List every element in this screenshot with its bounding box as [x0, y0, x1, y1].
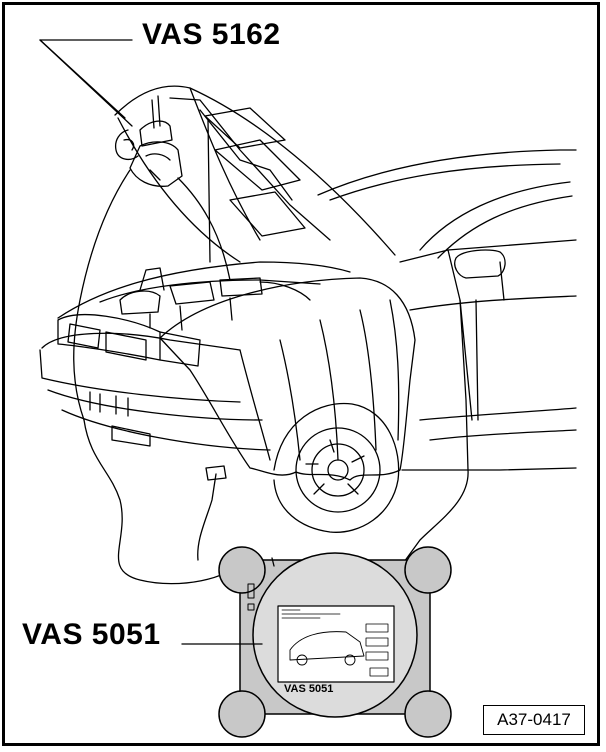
front-wheel — [273, 402, 400, 533]
fender-cover — [159, 277, 416, 481]
open-hood — [114, 85, 396, 263]
vas5051-device — [181, 546, 452, 738]
device-caption: VAS 5051 — [284, 683, 334, 695]
label-vas5162: VAS 5162 — [142, 18, 281, 51]
leader-line-vas5162 — [39, 39, 133, 127]
car-body — [39, 149, 577, 471]
diagnostic-cables — [83, 299, 479, 585]
vas5162-device — [73, 95, 231, 421]
reference-code: A37-0417 — [483, 705, 585, 735]
label-vas5051: VAS 5051 — [22, 618, 161, 651]
